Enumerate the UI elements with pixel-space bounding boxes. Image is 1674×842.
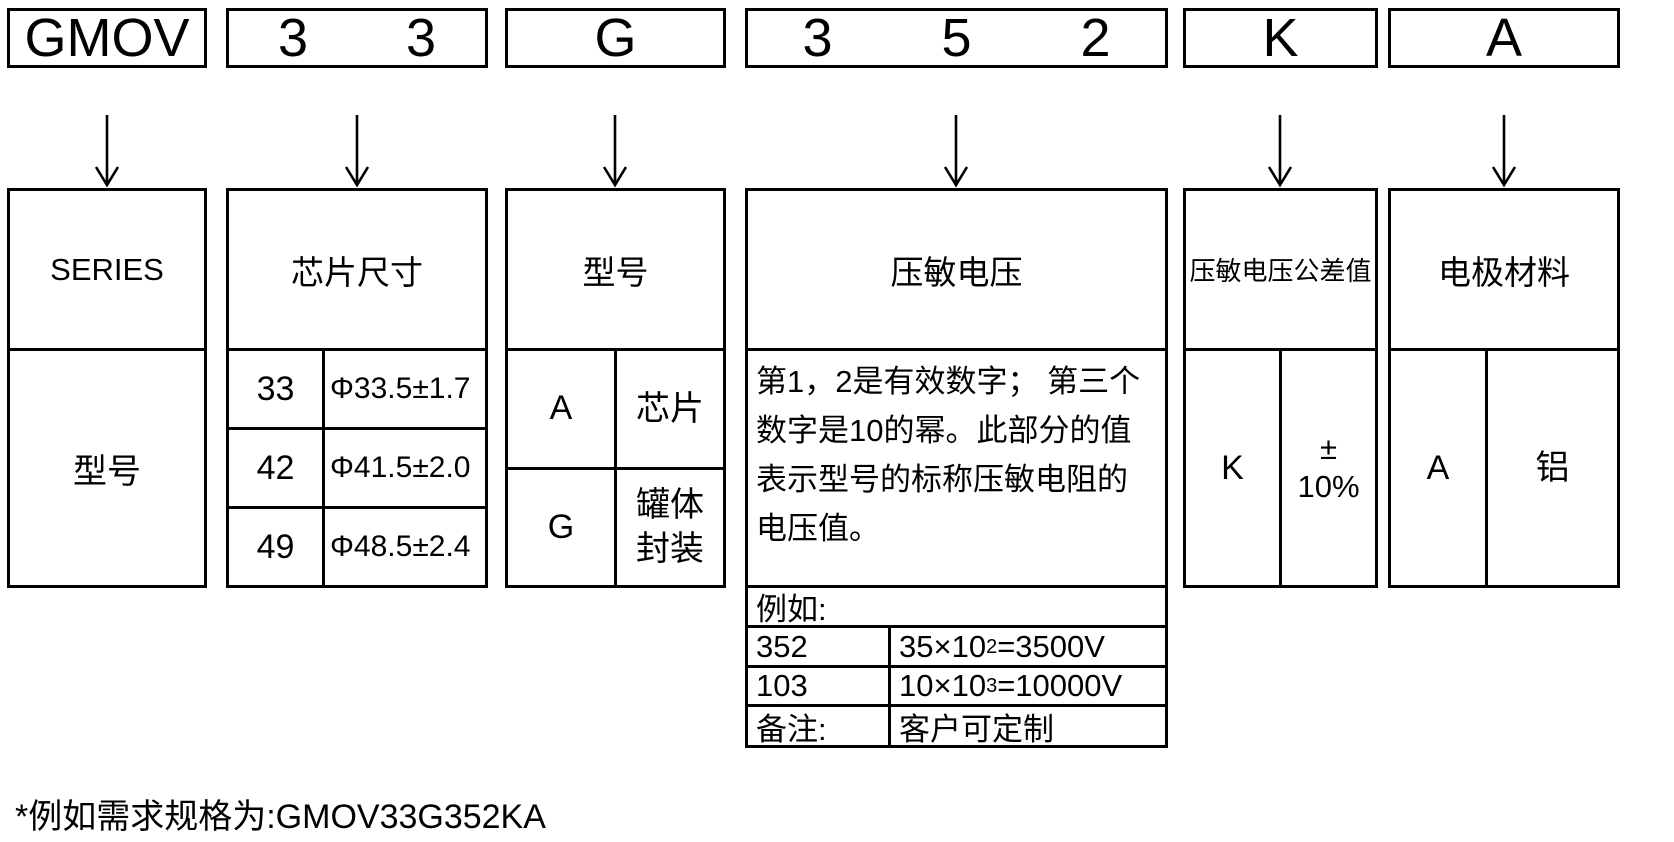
chip-size-header-label: 芯片尺寸 bbox=[291, 253, 423, 291]
chip-size-code: 49 bbox=[229, 509, 325, 585]
formula-result: =3500V bbox=[997, 628, 1105, 664]
code-char: A bbox=[1485, 8, 1523, 68]
series-header-label: SERIES bbox=[50, 251, 164, 287]
code-char: 2 bbox=[1080, 8, 1111, 68]
chip-size-code: 42 bbox=[229, 430, 325, 506]
electrode-value: 铝 bbox=[1535, 449, 1570, 487]
code-box-voltage: 3 5 2 bbox=[745, 8, 1168, 68]
table-row: 42 Φ41.5±2.0 bbox=[229, 427, 485, 506]
series-header: SERIES bbox=[10, 191, 204, 351]
model-desc: 罐体封装 bbox=[636, 486, 704, 569]
code-box-series: GMOV bbox=[7, 8, 207, 68]
model-column: 型号 A 芯片 G 罐体封装 bbox=[505, 188, 726, 588]
tolerance-percent: 10% bbox=[1297, 469, 1360, 504]
tolerance-sign: ± bbox=[1319, 431, 1337, 466]
model-header: 型号 bbox=[508, 191, 723, 351]
series-value: 型号 bbox=[73, 452, 141, 491]
example-code: 103 bbox=[748, 668, 891, 704]
tolerance-header-label: 压敏电压公差值 bbox=[1189, 256, 1372, 286]
series-column: SERIES 型号 bbox=[7, 188, 207, 588]
code-char: GMOV bbox=[24, 8, 190, 68]
table-row: 49 Φ48.5±2.4 bbox=[229, 506, 485, 585]
note-value: 客户可定制 bbox=[899, 711, 1054, 747]
tolerance-column: 压敏电压公差值 K ± 10% bbox=[1183, 188, 1378, 588]
electrode-header: 电极材料 bbox=[1391, 191, 1617, 351]
code-box-model: G bbox=[505, 8, 726, 68]
tolerance-table: K ± 10% bbox=[1186, 351, 1375, 585]
varistor-voltage-description: 第1，2是有效数字； 第三个数字是10的幂。此部分的值表示型号的标称压敏电阻的电… bbox=[756, 364, 1141, 546]
down-arrow-icon bbox=[943, 115, 969, 188]
table-row: G 罐体封装 bbox=[508, 466, 723, 585]
code-char: 3 bbox=[405, 8, 437, 68]
model-header-label: 型号 bbox=[582, 253, 649, 291]
table-row: 33 Φ33.5±1.7 bbox=[229, 351, 485, 427]
down-arrow-icon bbox=[602, 115, 628, 188]
code-char: 3 bbox=[277, 8, 309, 68]
electrode-column: 电极材料 A 铝 bbox=[1388, 188, 1620, 588]
example-code: 352 bbox=[748, 628, 891, 665]
chip-size-code: 33 bbox=[229, 351, 325, 427]
chip-size-header: 芯片尺寸 bbox=[229, 191, 485, 351]
code-char: K bbox=[1262, 8, 1299, 68]
chip-size-column: 芯片尺寸 33 Φ33.5±1.7 42 Φ41.5±2.0 49 Φ48.5±… bbox=[226, 188, 488, 588]
table-row: A 芯片 bbox=[508, 351, 723, 467]
code-char: 3 bbox=[802, 8, 833, 68]
tolerance-header: 压敏电压公差值 bbox=[1186, 191, 1375, 351]
code-char: 5 bbox=[941, 8, 972, 68]
model-code: A bbox=[508, 351, 617, 467]
voltage-examples-label-row: 例如: bbox=[745, 585, 1168, 628]
electrode-table: A 铝 bbox=[1391, 351, 1617, 585]
electrode-header-label: 电极材料 bbox=[1438, 253, 1570, 291]
chip-size-value: Φ33.5±1.7 bbox=[330, 372, 471, 405]
formula-result: =10000V bbox=[997, 668, 1123, 703]
tolerance-code: K bbox=[1186, 351, 1282, 585]
chip-size-value: Φ41.5±2.0 bbox=[330, 451, 471, 484]
electrode-code: A bbox=[1391, 351, 1488, 585]
series-value-cell: 型号 bbox=[10, 351, 204, 585]
varistor-voltage-header: 压敏电压 bbox=[748, 191, 1165, 351]
examples-label: 例如: bbox=[756, 592, 827, 627]
chip-size-value: Φ48.5±2.4 bbox=[330, 530, 471, 563]
varistor-voltage-header-label: 压敏电压 bbox=[890, 253, 1023, 291]
formula-base: 35×10 bbox=[899, 628, 987, 664]
down-arrow-icon bbox=[1491, 115, 1517, 188]
example-spec-note: *例如需求规格为:GMOV33G352KA bbox=[15, 798, 546, 836]
note-label: 备注: bbox=[748, 707, 891, 747]
code-char: G bbox=[594, 8, 637, 68]
code-box-chip-size: 3 3 bbox=[226, 8, 488, 68]
voltage-note-row: 备注: 客户可定制 bbox=[745, 704, 1168, 748]
chip-size-table: 33 Φ33.5±1.7 42 Φ41.5±2.0 49 Φ48.5±2.4 bbox=[229, 351, 485, 585]
code-box-tolerance: K bbox=[1183, 8, 1378, 68]
model-desc: 芯片 bbox=[636, 389, 704, 428]
code-box-electrode: A bbox=[1388, 8, 1620, 68]
down-arrow-icon bbox=[94, 115, 120, 188]
model-code: G bbox=[508, 469, 617, 585]
model-table: A 芯片 G 罐体封装 bbox=[508, 351, 723, 585]
down-arrow-icon bbox=[344, 115, 370, 188]
tolerance-value: ± 10% bbox=[1282, 351, 1375, 585]
down-arrow-icon bbox=[1267, 115, 1293, 188]
formula-base: 10×10 bbox=[899, 668, 987, 703]
varistor-voltage-column: 压敏电压 第1，2是有效数字； 第三个数字是10的幂。此部分的值表示型号的标称压… bbox=[745, 188, 1168, 588]
